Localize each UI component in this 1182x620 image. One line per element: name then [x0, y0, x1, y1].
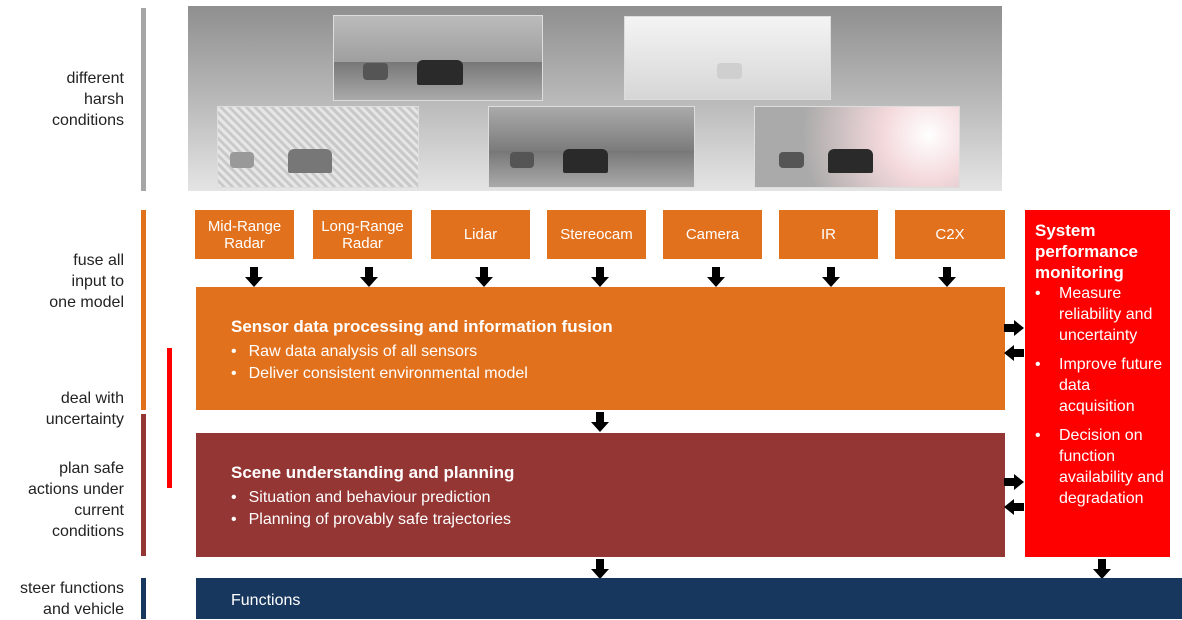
road-photo-wet: [488, 106, 695, 188]
sensor-fusion-bullets: Raw data analysis of all sensors Deliver…: [231, 341, 1005, 385]
functions-bar: Functions: [196, 578, 1182, 619]
list-item: Improve future data acquisition: [1035, 354, 1164, 417]
right-arrow-icon: [1004, 474, 1024, 490]
road-photo-glare: [754, 106, 960, 188]
down-arrow-icon: [591, 267, 609, 287]
list-item: Decision on function availability and de…: [1035, 425, 1164, 509]
harsh-conditions-image-strip: [188, 6, 1002, 191]
down-arrow-icon: [591, 559, 609, 579]
down-arrow-icon: [1093, 559, 1111, 579]
maroon-bar: [141, 414, 146, 556]
sensor-mid-range-radar: Mid-Range Radar: [195, 210, 294, 259]
sensor-c2x: C2X: [895, 210, 1005, 259]
down-arrow-icon: [707, 267, 725, 287]
down-arrow-icon: [822, 267, 840, 287]
right-arrow-icon: [1004, 320, 1024, 336]
list-item: Deliver consistent environmental model: [231, 363, 1005, 385]
sensor-ir: IR: [779, 210, 878, 259]
scene-understanding-title: Scene understanding and planning: [231, 463, 515, 482]
down-arrow-icon: [245, 267, 263, 287]
road-photo-rain: [333, 15, 543, 101]
sensor-fusion-block: Sensor data processing and information f…: [196, 287, 1005, 410]
label-fuse-all-input: fuse all input to one model: [49, 252, 124, 311]
label-steer-functions: steer functions and vehicle: [19, 580, 124, 618]
down-arrow-icon: [591, 412, 609, 432]
list-item: Situation and behaviour prediction: [231, 487, 1005, 509]
list-item: Measure reliability and uncertainty: [1035, 283, 1164, 346]
orange-bar: [141, 210, 146, 410]
label-different-harsh-conditions: different harsh conditions: [51, 70, 124, 129]
sensor-fusion-title: Sensor data processing and information f…: [231, 317, 613, 336]
road-photo-fog: [624, 16, 831, 100]
road-photo-snow: [217, 106, 419, 188]
down-arrow-icon: [475, 267, 493, 287]
gray-bar: [141, 8, 146, 191]
red-uncertainty-bar: [167, 348, 172, 488]
sensor-lidar: Lidar: [431, 210, 530, 259]
label-deal-with-uncertainty: deal with uncertainty: [45, 390, 124, 428]
list-item: Planning of provably safe trajectories: [231, 509, 1005, 531]
functions-label: Functions: [231, 592, 301, 609]
sensor-camera: Camera: [663, 210, 762, 259]
scene-understanding-block: Scene understanding and planning Situati…: [196, 433, 1005, 557]
list-item: Raw data analysis of all sensors: [231, 341, 1005, 363]
monitoring-title: System performance monitoring: [1035, 221, 1138, 282]
navy-bar: [141, 578, 146, 619]
left-arrow-icon: [1004, 345, 1024, 361]
monitoring-bullets: Measure reliability and uncertainty Impr…: [1025, 283, 1170, 509]
scene-understanding-bullets: Situation and behaviour prediction Plann…: [231, 487, 1005, 531]
down-arrow-icon: [360, 267, 378, 287]
system-performance-monitoring-panel: System performance monitoring Measure re…: [1025, 210, 1170, 557]
sensor-long-range-radar: Long-Range Radar: [313, 210, 412, 259]
sensor-stereocam: Stereocam: [547, 210, 646, 259]
down-arrow-icon: [938, 267, 956, 287]
left-arrow-icon: [1004, 499, 1024, 515]
label-plan-safe-actions: plan safe actions under current conditio…: [27, 460, 124, 540]
